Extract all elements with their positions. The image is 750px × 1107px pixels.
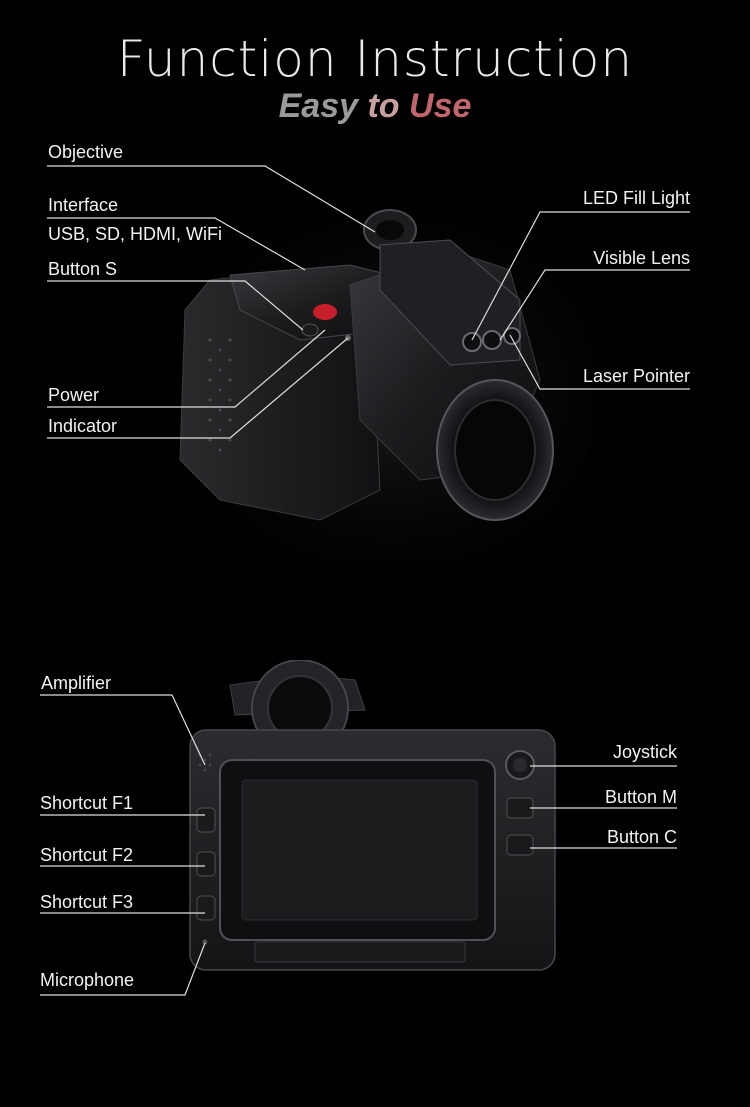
amplifier-leader	[40, 694, 206, 766]
power-leader	[47, 329, 326, 408]
subtitle-word-to: to	[367, 87, 400, 125]
interface-leader	[47, 217, 306, 271]
label-objective: Objective	[48, 142, 124, 162]
screen-hinge	[254, 941, 466, 963]
label-shortcut-f1: Shortcut F1	[40, 793, 134, 813]
label-amplifier: Amplifier	[41, 673, 112, 693]
visible-lens-shape	[482, 330, 502, 350]
label-microphone: Microphone	[40, 970, 135, 990]
label-joystick: Joystick	[612, 742, 677, 762]
led-fill-light-shape	[462, 332, 482, 352]
page-title: Function Instruction	[116, 30, 634, 88]
camera-front-view	[150, 190, 590, 560]
camera-back-view	[189, 660, 556, 971]
display-screen	[241, 779, 478, 921]
button-s-shape	[301, 323, 319, 337]
subtitle-word-easy: Easy	[278, 87, 359, 125]
label-power: Power	[48, 385, 100, 405]
grip-texture	[208, 338, 232, 452]
label-interface: Interface	[48, 195, 119, 215]
label-led-fill-light: LED Fill Light	[582, 188, 690, 208]
objective-leader	[47, 165, 376, 233]
label-interface-detail: USB, SD, HDMI, WiFi	[48, 224, 222, 244]
page-subtitle: Easy to Use	[0, 87, 750, 126]
label-visible-lens: Visible Lens	[593, 248, 690, 268]
shortcut-f3-button	[196, 895, 216, 921]
microphone-leader	[40, 942, 206, 996]
led-fill-light-leader	[471, 211, 690, 341]
button-c-shape	[506, 834, 534, 856]
visible-lens-leader	[499, 269, 690, 341]
shortcut-f2-button	[196, 851, 216, 877]
label-shortcut-f3: Shortcut F3	[40, 892, 134, 912]
label-indicator: Indicator	[48, 416, 118, 436]
subtitle-word-use: Use	[409, 87, 472, 125]
power-button	[313, 304, 337, 320]
laser-pointer-shape	[503, 327, 521, 345]
label-button-s: Button S	[48, 259, 118, 279]
label-button-m: Button M	[604, 787, 677, 807]
laser-pointer-leader	[509, 334, 690, 390]
shortcut-f1-button	[196, 807, 216, 833]
indicator-leader	[47, 337, 349, 439]
button-s-leader	[47, 280, 304, 331]
microphone-hole	[202, 939, 208, 945]
label-laser-pointer: Laser Pointer	[582, 366, 690, 386]
label-shortcut-f2: Shortcut F2	[40, 845, 134, 865]
label-button-c: Button C	[606, 827, 677, 847]
